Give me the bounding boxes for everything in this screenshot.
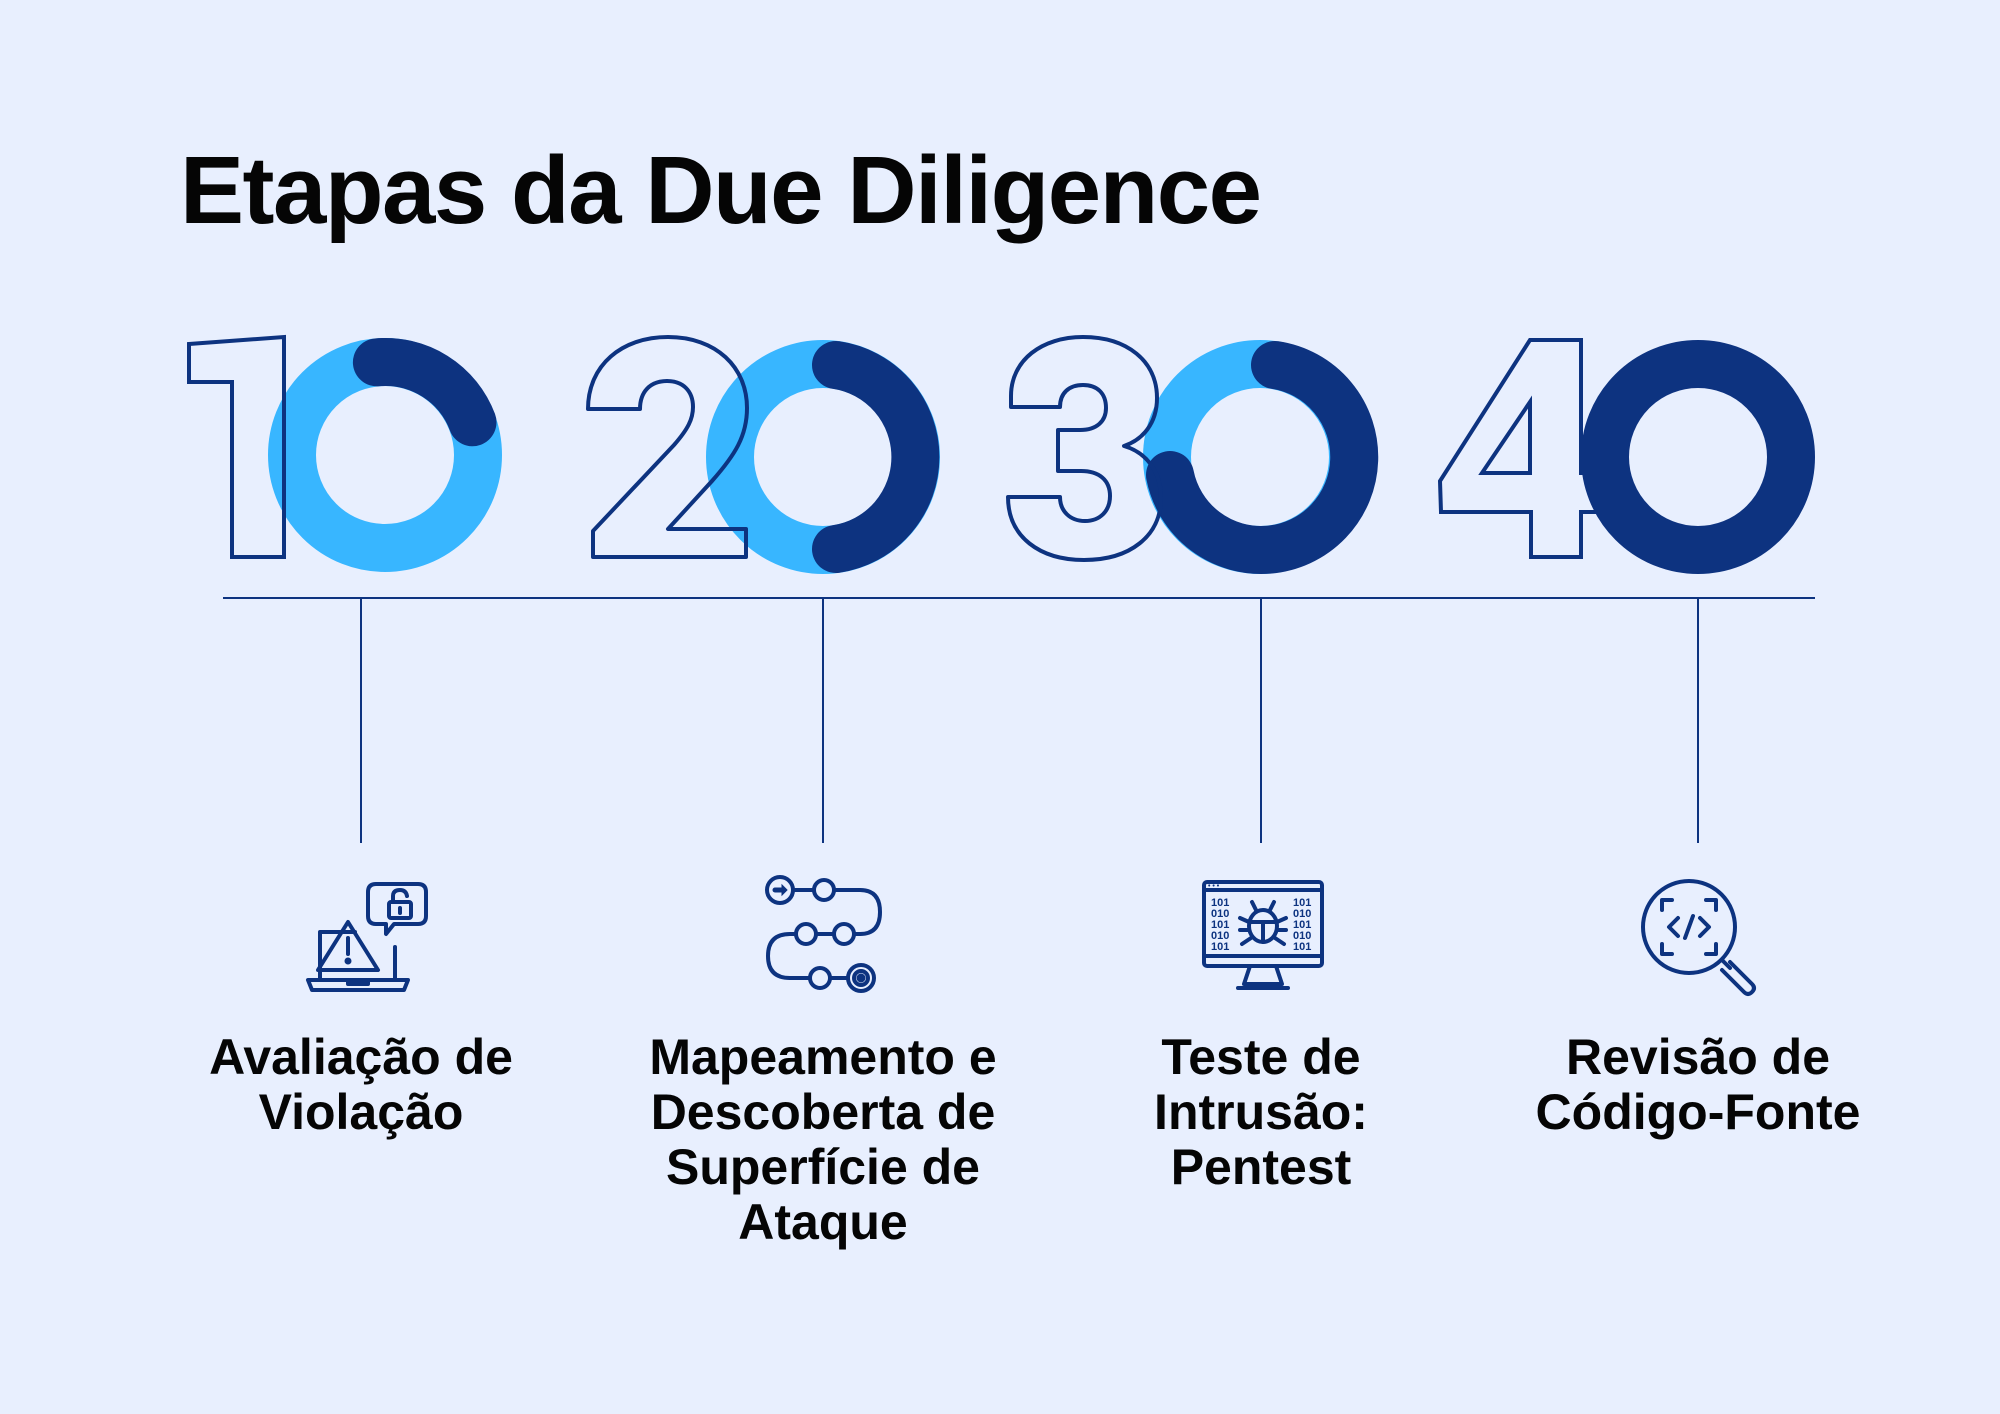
svg-text:101: 101 [1211, 897, 1229, 909]
svg-text:101: 101 [1211, 919, 1229, 931]
step-4-label: Revisão de Código-Fonte [1535, 1029, 1861, 1140]
magnifier-code-icon [1641, 879, 1756, 996]
step-4-number-outline [1437, 338, 1605, 559]
svg-text:010: 010 [1211, 930, 1229, 942]
step-1-label: Avaliação de Violação [209, 1029, 513, 1140]
svg-text:101: 101 [1293, 941, 1311, 953]
step-3-number-outline [1006, 335, 1163, 562]
svg-text:010: 010 [1211, 908, 1229, 920]
step-1-progress-ring [268, 337, 502, 572]
step-2-number-outline [586, 335, 749, 559]
laptop-warning-unlock-icon [306, 882, 428, 992]
page-title: Etapas da Due Diligence [180, 137, 1262, 244]
svg-text:010: 010 [1293, 908, 1311, 920]
svg-text:101: 101 [1211, 941, 1229, 953]
svg-text:010: 010 [1293, 930, 1311, 942]
svg-text:101: 101 [1293, 919, 1311, 931]
step-1-number-outline [187, 334, 286, 559]
svg-text:101: 101 [1293, 897, 1311, 909]
step-2-label: Mapeamento e Descoberta de Superfície de… [649, 1029, 997, 1250]
step-2-progress-ring [706, 340, 940, 574]
roadmap-path-icon [765, 875, 883, 993]
step-3-label: Teste de Intrusão: Pentest [1154, 1029, 1368, 1195]
step-3-progress-ring [1143, 340, 1379, 574]
step-4-progress-ring [1581, 340, 1815, 574]
svg-text:• • •: • • • [1208, 883, 1220, 890]
